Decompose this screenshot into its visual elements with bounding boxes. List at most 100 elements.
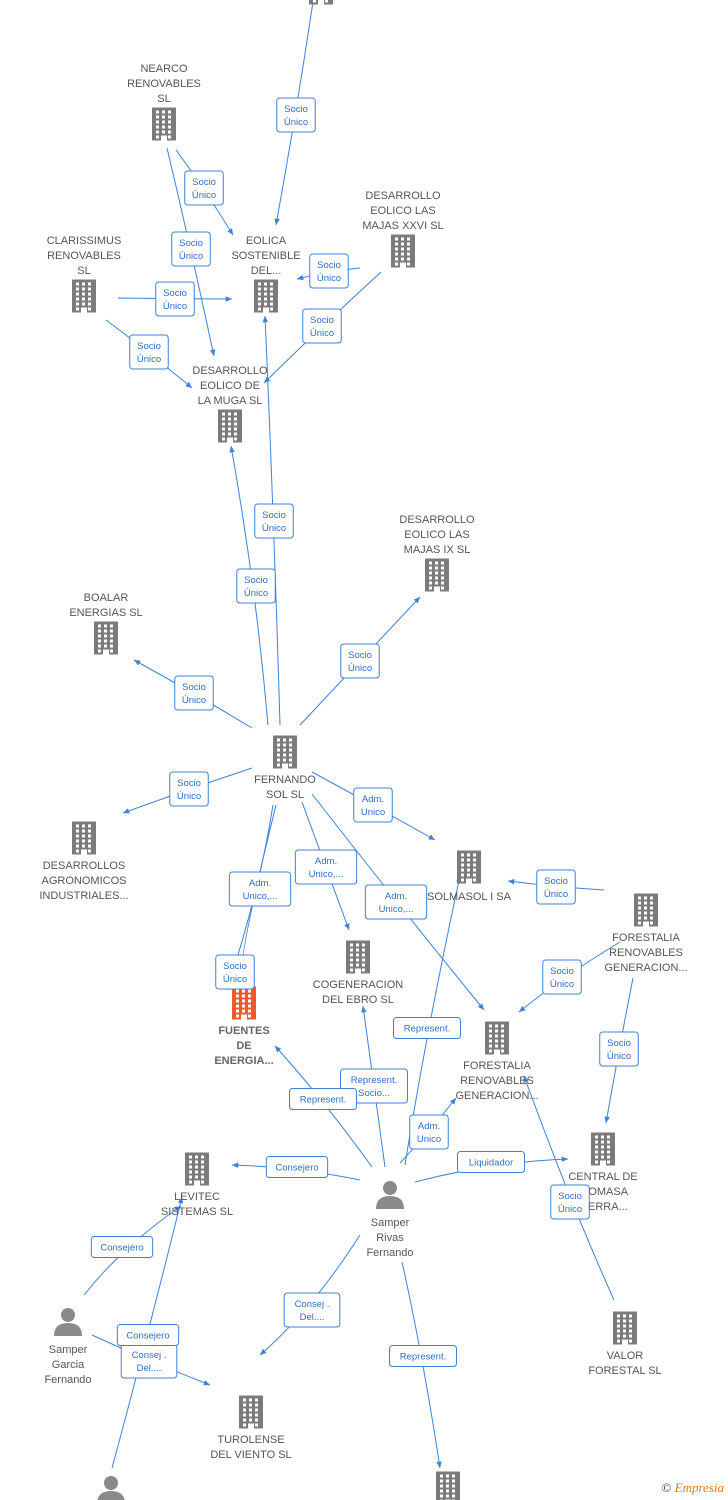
node-fuentes[interactable]: FUENTESDEENERGIA...	[214, 986, 274, 1068]
edge-label-frame	[302, 308, 342, 344]
edge-label-frame	[309, 253, 349, 289]
building-icon	[591, 1132, 615, 1166]
edge-label-frame	[393, 1017, 461, 1039]
edge-label-text: Adm.	[418, 1121, 440, 1132]
edge-label-text: Socio	[177, 778, 201, 789]
edge-label-text: Consej .	[295, 1299, 330, 1310]
edge-label-box[interactable]: Consejero	[116, 1324, 180, 1346]
edge-label-text: Adm.	[249, 878, 271, 889]
edge-label-box[interactable]: Adm.Unico,...	[364, 884, 428, 920]
edge-label-box[interactable]: Consej .Del....	[120, 1343, 178, 1379]
edge-label-text: Unico	[361, 807, 385, 818]
edge-label-frame	[389, 1345, 457, 1367]
node-label-line: INDUSTRIALES...	[39, 890, 128, 902]
edge-label-box[interactable]: Adm.Unico,...	[228, 871, 292, 907]
node-label-line: TUROLENSE	[217, 1434, 284, 1446]
node-forestalia2[interactable]: FORESTALIARENOVABLESGENERACION...	[455, 1021, 539, 1103]
node-label-line: FUENTES	[218, 1025, 269, 1037]
brand-logo[interactable]: Empresia	[674, 1480, 724, 1495]
edge-label-box[interactable]: Represent.Socio...	[340, 1068, 408, 1104]
edge-label-text: Del....	[300, 1312, 325, 1323]
edge-label-text: Unico,...	[309, 869, 344, 880]
edge-label-box[interactable]: Represent.	[289, 1088, 357, 1110]
node-forestalia1[interactable]: FORESTALIARENOVABLESGENERACION...	[604, 893, 688, 975]
edge-label-box[interactable]: Adm.Unico,...	[294, 849, 358, 885]
node-bottomPerson[interactable]	[97, 1476, 125, 1500]
edge-label-box[interactable]: Represent.	[389, 1345, 457, 1367]
node-eolica[interactable]: EOLICASOSTENIBLEDEL...	[231, 235, 301, 313]
node-label-line: BOALAR	[84, 592, 129, 604]
edge-label-text: Del....	[137, 1363, 162, 1374]
edge-label-text: Único	[177, 791, 201, 802]
node-label-line: DE	[236, 1040, 251, 1052]
edge-label-frame	[289, 1088, 357, 1110]
building-icon	[239, 1395, 263, 1429]
building-icon	[613, 1311, 637, 1345]
edges-layer	[83, 1, 634, 1469]
edge-label-text: Unico	[417, 1134, 441, 1145]
edge-label-text: Represent.	[400, 1352, 446, 1363]
node-label-line: DESARROLLO	[192, 365, 268, 377]
node-label-line: GENERACION...	[455, 1090, 538, 1102]
building-icon	[72, 279, 96, 313]
node-bottomCompany[interactable]	[436, 1471, 460, 1500]
node-label-line: LA MUGA SL	[198, 395, 263, 407]
node-top[interactable]	[309, 0, 333, 5]
edge-label-box[interactable]: Liquidador	[457, 1151, 525, 1173]
edge-label-frame	[536, 869, 576, 905]
node-label-line: RENOVABLES	[460, 1075, 534, 1087]
node-agronomicos[interactable]: DESARROLLOSAGRONOMICOSINDUSTRIALES...	[39, 821, 129, 903]
edge-label-box[interactable]: Adm. Unico	[409, 1114, 449, 1150]
edge-label-text: Socio	[137, 341, 161, 352]
edge-label-box[interactable]: Represent.	[393, 1017, 461, 1039]
edge-label-box[interactable]: Consejero	[90, 1236, 154, 1258]
edge-label-box[interactable]: Consej . Del....	[283, 1292, 341, 1328]
edge-label-text: Socio	[310, 315, 334, 326]
node-solmasol[interactable]: SOLMASOL I SA	[427, 850, 512, 904]
edge-label-text: Socio	[558, 1191, 582, 1202]
node-central[interactable]: CENTRAL DEBIOMASATIERRA...	[568, 1132, 638, 1214]
edge-label-frame	[340, 643, 380, 679]
edge-label-text: Socio	[192, 177, 216, 188]
edge-label-frame	[599, 1031, 639, 1067]
node-label-line: DESARROLLO	[399, 514, 475, 526]
edge-label-box[interactable]: Consejero	[265, 1156, 329, 1178]
edge-label-frame	[215, 954, 255, 990]
edge-label-text: Socio	[348, 650, 372, 661]
edge-label-text: Único	[244, 588, 268, 599]
edge-label-box[interactable]: Adm.Unico	[353, 787, 393, 823]
person-icon	[97, 1476, 125, 1500]
node-label-line: CLARISSIMUS	[47, 235, 122, 247]
node-label-line: RENOVABLES	[127, 78, 201, 90]
